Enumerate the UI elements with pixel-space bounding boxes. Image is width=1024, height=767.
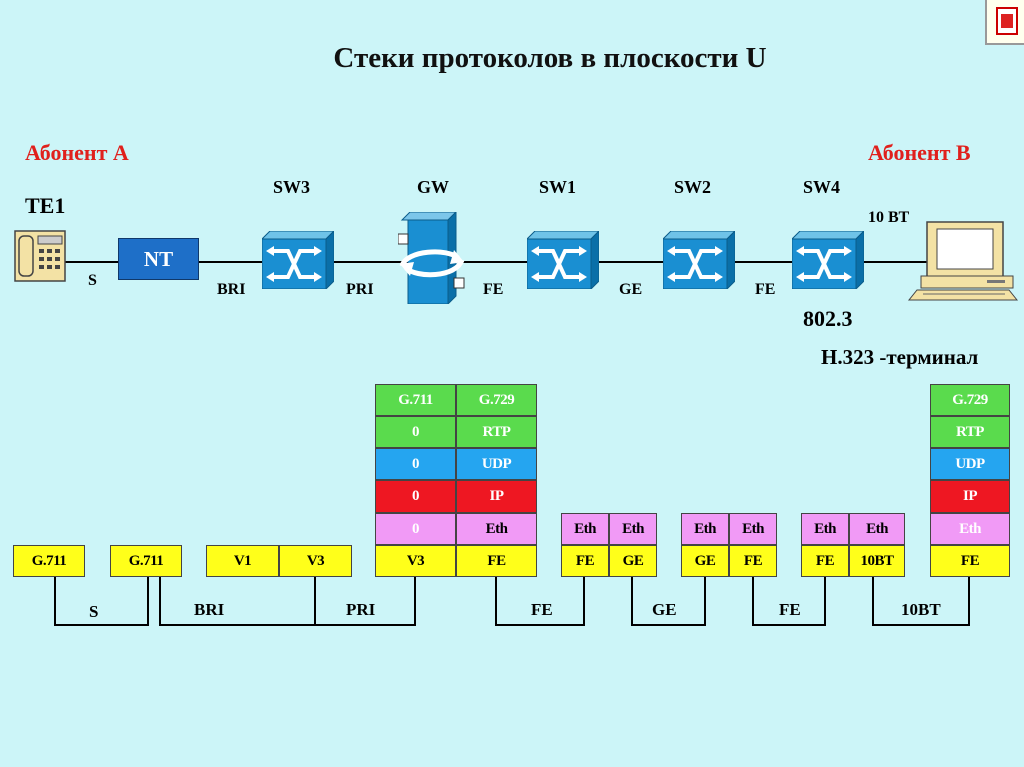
stack-cell: Eth bbox=[849, 513, 905, 545]
stack-cell: Eth bbox=[801, 513, 849, 545]
nt-box: NT bbox=[118, 238, 199, 280]
stack-cell: Eth bbox=[681, 513, 729, 545]
sw4-label: SW4 bbox=[803, 177, 841, 197]
stack-cell: Eth bbox=[561, 513, 609, 545]
terminal-label: H.323 -терминал bbox=[821, 345, 979, 369]
switch-icon bbox=[661, 229, 737, 294]
link-10bt-label: 10 ВТ bbox=[868, 209, 910, 226]
stack-cell: UDP bbox=[456, 448, 537, 480]
document-icon[interactable] bbox=[985, 0, 1024, 45]
link-bri-label: BRI bbox=[217, 281, 246, 298]
bottom-link-label: FE bbox=[531, 600, 553, 619]
stack-cell: V3 bbox=[279, 545, 352, 577]
network-line bbox=[62, 261, 932, 263]
stack-cell: Eth bbox=[609, 513, 657, 545]
stack-cell: 0 bbox=[375, 416, 456, 448]
stack-cell: FE bbox=[561, 545, 609, 577]
bottom-link-label: BRI bbox=[194, 600, 225, 619]
link-pri-label: PRI bbox=[346, 281, 374, 298]
switch-icon bbox=[525, 229, 601, 294]
stack-cell: V3 bbox=[375, 545, 456, 577]
bottom-link-label: GE bbox=[652, 600, 677, 619]
stack-cell: FE bbox=[930, 545, 1010, 577]
sw1-label: SW1 bbox=[539, 177, 577, 197]
stack-cell: IP bbox=[456, 480, 537, 513]
stack-cell: G.729 bbox=[456, 384, 537, 416]
stack-cell: 10BT bbox=[849, 545, 905, 577]
sw2-label: SW2 bbox=[674, 177, 712, 197]
phone-icon bbox=[14, 230, 66, 287]
page-title: Стеки протоколов в плоскости U bbox=[333, 42, 767, 74]
sw3-label: SW3 bbox=[273, 177, 311, 197]
computer-icon bbox=[905, 220, 1023, 307]
switch-icon bbox=[790, 229, 866, 294]
stack-cell: Eth bbox=[729, 513, 777, 545]
stack-cell: UDP bbox=[930, 448, 1010, 480]
bottom-link-label: 10BT bbox=[901, 600, 941, 619]
link-fe2-label: FE bbox=[755, 281, 776, 298]
stack-cell: 0 bbox=[375, 448, 456, 480]
stack-cell: Eth bbox=[456, 513, 537, 545]
stack-cell: RTP bbox=[930, 416, 1010, 448]
stack-cell: RTP bbox=[456, 416, 537, 448]
stack-cell: FE bbox=[801, 545, 849, 577]
gateway-icon bbox=[397, 210, 468, 309]
standard-label: 802.3 bbox=[803, 306, 853, 331]
te1-label: TE1 bbox=[25, 193, 66, 218]
stack-cell: G.711 bbox=[375, 384, 456, 416]
bottom-link-label: S bbox=[89, 602, 99, 621]
link-ge-label: GE bbox=[619, 281, 643, 298]
subscriber-b-label: Абонент В bbox=[868, 140, 971, 165]
bottom-link-lines bbox=[54, 577, 970, 626]
stack-cell: G.729 bbox=[930, 384, 1010, 416]
stack-cell: G.711 bbox=[110, 545, 182, 577]
link-s-label: S bbox=[88, 272, 97, 289]
stack-cell: FE bbox=[456, 545, 537, 577]
stack-cell: FE bbox=[729, 545, 777, 577]
stack-cell: 0 bbox=[375, 480, 456, 513]
stack-cell: Eth bbox=[930, 513, 1010, 545]
stack-cell: GE bbox=[681, 545, 729, 577]
link-fe1-label: FE bbox=[483, 281, 504, 298]
stack-cell: 0 bbox=[375, 513, 456, 545]
switch-icon bbox=[260, 229, 336, 294]
gw-label: GW bbox=[417, 177, 450, 197]
stack-cell: IP bbox=[930, 480, 1010, 513]
stack-cell: GE bbox=[609, 545, 657, 577]
bottom-link-label: FE bbox=[779, 600, 801, 619]
stack-cell: V1 bbox=[206, 545, 279, 577]
stack-cell: G.711 bbox=[13, 545, 85, 577]
subscriber-a-label: Абонент А bbox=[25, 140, 129, 165]
bottom-link-label: PRI bbox=[346, 600, 376, 619]
